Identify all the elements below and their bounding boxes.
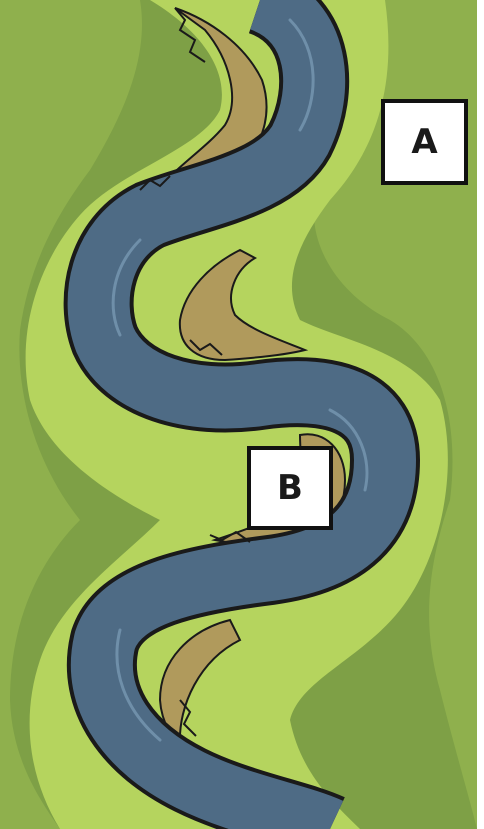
white-border-right [477,0,484,829]
label-a-box: A [381,99,468,185]
label-b-box: B [247,446,333,530]
